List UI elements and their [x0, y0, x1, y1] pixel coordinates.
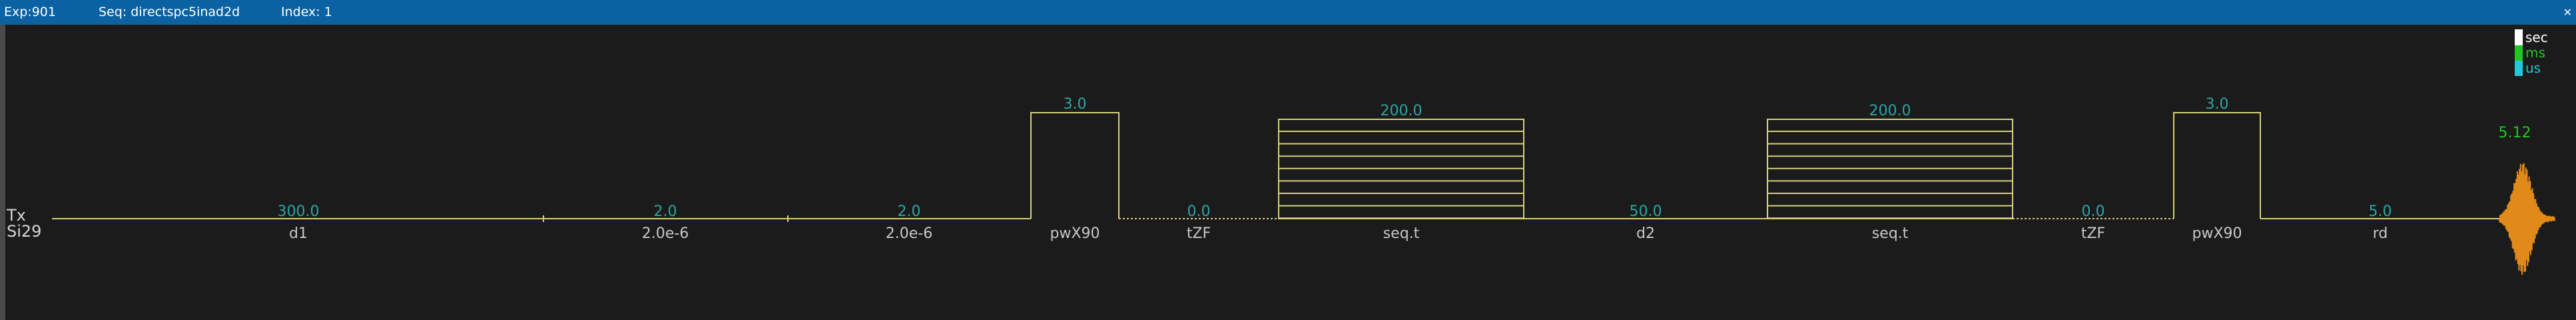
pulse-sequence-canvas: Tx Si29 300.0 d1 2.0 [0, 25, 2576, 320]
event-name: pwX90 [2192, 225, 2242, 242]
event-name: 2.0e-6 [642, 225, 689, 242]
channel-label-si29: Si29 [7, 222, 41, 241]
legend-label-ms: ms [2525, 45, 2545, 61]
sequence-baseline [52, 112, 2499, 222]
seq-t-stripes [1279, 131, 1524, 219]
seq-t-stripes [1768, 131, 2013, 219]
event-name: rd [2373, 225, 2388, 242]
event-value: 0.0 [1187, 203, 1211, 220]
event-name: seq.t [1383, 225, 1420, 242]
acquisition-time: 5.12 [2499, 125, 2531, 141]
event-value: 2.0 [654, 203, 677, 220]
event-name: d1 [289, 225, 308, 242]
event-value: 5.0 [2369, 203, 2392, 220]
legend-swatch-sec [2515, 29, 2523, 45]
event-value: 200.0 [1869, 103, 1911, 119]
fid-waveform [2499, 163, 2555, 275]
event-name: tZF [1187, 225, 1211, 242]
pulse-block-pwx90 [2173, 112, 2261, 219]
event-value: 200.0 [1381, 103, 1423, 119]
legend-swatch-us [2515, 61, 2523, 76]
title-bar: Exp:901 Seq: directspc5inad2d Index: 1 ✕ [0, 0, 2576, 25]
index-label: Index: 1 [281, 5, 332, 19]
event-name: seq.t [1872, 225, 1909, 242]
event-name: pwX90 [1050, 225, 1100, 242]
event-name: d2 [1636, 225, 1655, 242]
time-unit-legend: sec ms us [2515, 29, 2548, 76]
legend-label-us: us [2525, 60, 2541, 76]
event-name: tZF [2081, 225, 2105, 242]
event-name: 2.0e-6 [886, 225, 932, 242]
event-value: 50.0 [1630, 203, 1662, 220]
event-value: 3.0 [1064, 96, 1087, 113]
x-icon[interactable]: ✕ [2563, 6, 2572, 19]
event-value: 0.0 [2082, 203, 2105, 220]
event-labels: 300.0 d1 2.0 2.0e-6 2.0 2.0e-6 3.0 pwX90… [278, 96, 2392, 242]
event-value: 3.0 [2206, 96, 2229, 113]
legend-swatch-ms [2515, 45, 2523, 61]
pulse-sequence-diagram: Tx Si29 300.0 d1 2.0 [6, 29, 2555, 275]
legend-label-sec: sec [2525, 29, 2548, 45]
event-value: 300.0 [278, 203, 320, 220]
event-value: 2.0 [898, 203, 921, 220]
experiment-label: Exp:901 [4, 5, 56, 19]
sequence-label: Seq: directspc5inad2d [99, 5, 240, 19]
channel-label-tx: Tx [6, 206, 26, 225]
pulse-block-pwx90 [1030, 112, 1120, 219]
